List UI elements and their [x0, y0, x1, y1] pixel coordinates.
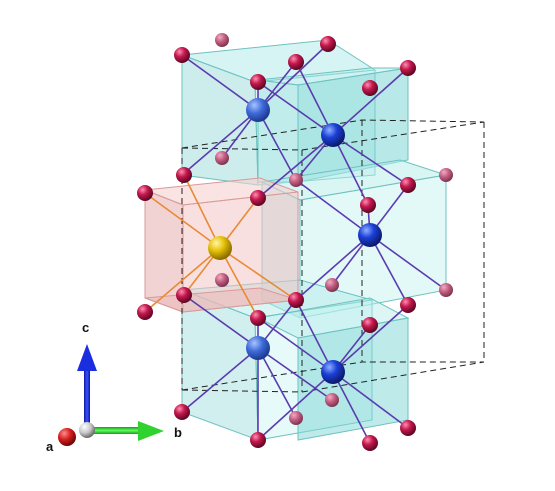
blue-cation-atom[interactable]	[246, 98, 270, 122]
b-axis-label: b	[174, 425, 182, 440]
axis-indicator: c b a	[46, 320, 182, 454]
anion-atom[interactable]	[360, 197, 376, 213]
anion-atom[interactable]	[250, 432, 266, 448]
anion-atom[interactable]	[439, 168, 453, 182]
anion-atom[interactable]	[289, 173, 303, 187]
anion-atom[interactable]	[250, 310, 266, 326]
octahedron-bottom-right	[256, 297, 410, 441]
anion-atom[interactable]	[215, 33, 229, 47]
anion-atom[interactable]	[325, 278, 339, 292]
anion-atom[interactable]	[215, 151, 229, 165]
polyhedra-layer	[144, 39, 447, 441]
anion-atom[interactable]	[174, 47, 190, 63]
gold-cation-atom[interactable]	[208, 236, 232, 260]
anion-atom[interactable]	[325, 393, 339, 407]
a-axis-label: a	[46, 439, 54, 454]
anion-atom[interactable]	[176, 287, 192, 303]
anion-atom[interactable]	[439, 283, 453, 297]
anion-atom[interactable]	[174, 404, 190, 420]
anion-atom[interactable]	[400, 177, 416, 193]
unit-cell-outline	[181, 119, 485, 393]
blue-cation-atom[interactable]	[358, 223, 382, 247]
anion-atom[interactable]	[137, 304, 153, 320]
anion-atom[interactable]	[289, 411, 303, 425]
anion-atom[interactable]	[176, 167, 192, 183]
anion-atom[interactable]	[215, 273, 229, 287]
c-axis-arrow	[77, 344, 97, 426]
anion-atom[interactable]	[137, 185, 153, 201]
anion-atom[interactable]	[288, 292, 304, 308]
bonds-blue-e	[257, 299, 409, 444]
anion-atom[interactable]	[400, 297, 416, 313]
anion-atom[interactable]	[400, 420, 416, 436]
blue-cation-atom[interactable]	[321, 360, 345, 384]
blue-cation-atom[interactable]	[321, 123, 345, 147]
bonds-blue-b	[257, 61, 409, 206]
anion-atom[interactable]	[400, 60, 416, 76]
anion-atom[interactable]	[362, 80, 378, 96]
anion-atom[interactable]	[362, 435, 378, 451]
b-axis-arrow	[90, 421, 164, 441]
anion-atom[interactable]	[320, 36, 336, 52]
anion-atom[interactable]	[250, 74, 266, 90]
anion-atom[interactable]	[288, 54, 304, 70]
atom-layer[interactable]	[137, 33, 453, 451]
axis-origin-sphere	[79, 422, 95, 438]
blue-cation-atom[interactable]	[246, 336, 270, 360]
a-axis-arrow	[58, 428, 76, 446]
anion-atom[interactable]	[250, 190, 266, 206]
anion-atom[interactable]	[362, 317, 378, 333]
c-axis-label: c	[82, 320, 89, 335]
